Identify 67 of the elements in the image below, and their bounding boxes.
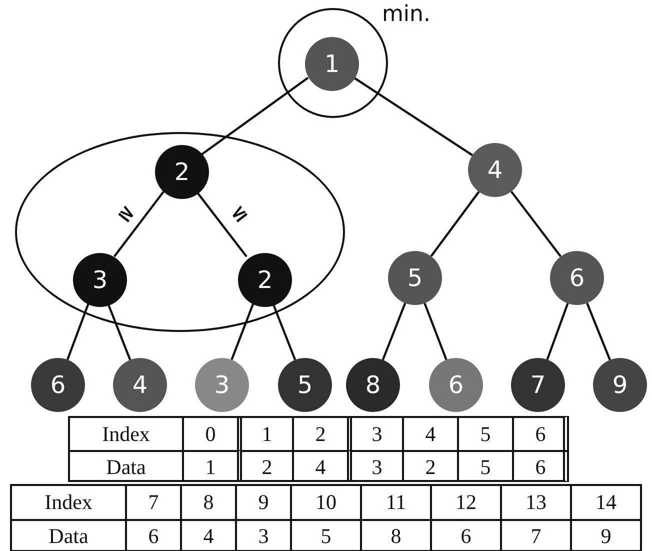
array-value: 11 [360, 486, 430, 519]
array-value: 14 [570, 486, 640, 519]
array-value: 4 [292, 450, 347, 482]
array-value: 2 [402, 450, 457, 482]
heap-node: 1 [305, 37, 359, 91]
heap-node: 6 [429, 358, 483, 412]
tree-edge [113, 190, 165, 258]
heap-node: 3 [73, 253, 127, 307]
heap-node: 5 [278, 358, 332, 412]
row-header: Index [101, 420, 151, 448]
array-value: 6 [512, 450, 567, 482]
row-header: Data [70, 450, 182, 482]
array-value: 2 [237, 450, 292, 482]
tree-edge [352, 76, 474, 156]
row-header: Index [44, 489, 94, 516]
tree-edge [546, 302, 569, 360]
array-value: 5 [290, 519, 360, 551]
tree-edge [201, 76, 309, 156]
array-value: 8 [360, 519, 430, 551]
array-value: 9 [570, 519, 640, 551]
array-value: 2 [292, 418, 347, 450]
array-value: 7 [125, 486, 180, 519]
array-value: 3 [235, 519, 290, 551]
array-value: 8 [180, 486, 235, 519]
heap-node: 2 [155, 145, 209, 199]
tree-edge [230, 302, 254, 360]
array-value: 6 [430, 519, 500, 551]
heap-node: 8 [346, 358, 400, 412]
heap-node: 7 [511, 358, 565, 412]
array-value: 4 [180, 519, 235, 551]
tree-edge [196, 190, 248, 258]
array-value: 12 [430, 486, 500, 519]
tree-edge [510, 190, 562, 258]
heap-node: 6 [550, 251, 604, 305]
heap-node: 4 [468, 143, 522, 197]
tree-edge [272, 302, 296, 360]
heap-node: 9 [593, 358, 647, 412]
heap-node: 5 [388, 251, 442, 305]
array-value: 7 [500, 519, 570, 551]
node-caption: min. [382, 2, 430, 27]
tree-edge [382, 302, 406, 360]
tree-edge [66, 302, 90, 360]
array-value: 13 [500, 486, 570, 519]
heap-node: 2 [238, 253, 292, 307]
array-value: 6 [512, 418, 567, 450]
tree-edge [586, 302, 611, 360]
array-value: 6 [125, 519, 180, 551]
enclosing-ellipse [15, 132, 345, 332]
edge-label: ≥ [114, 200, 140, 226]
heap-node: 6 [31, 358, 85, 412]
tree-edge [424, 302, 448, 360]
array-value: 1 [182, 450, 237, 482]
row-header: Data [12, 519, 125, 551]
heap-node: 3 [195, 358, 249, 412]
tree-edge [106, 302, 132, 360]
array-value: 4 [402, 418, 457, 450]
array-value: 3 [347, 418, 402, 450]
heap-node: 4 [113, 358, 167, 412]
array-value: 5 [457, 418, 512, 450]
array-value: 10 [290, 486, 360, 519]
array-value: 3 [347, 450, 402, 482]
edge-label: ≤ [225, 200, 251, 226]
array-value: 9 [235, 486, 290, 519]
tree-edge [430, 191, 480, 257]
array-value: 5 [457, 450, 512, 482]
array-value: 0 [182, 418, 237, 450]
array-value: 1 [237, 418, 292, 450]
